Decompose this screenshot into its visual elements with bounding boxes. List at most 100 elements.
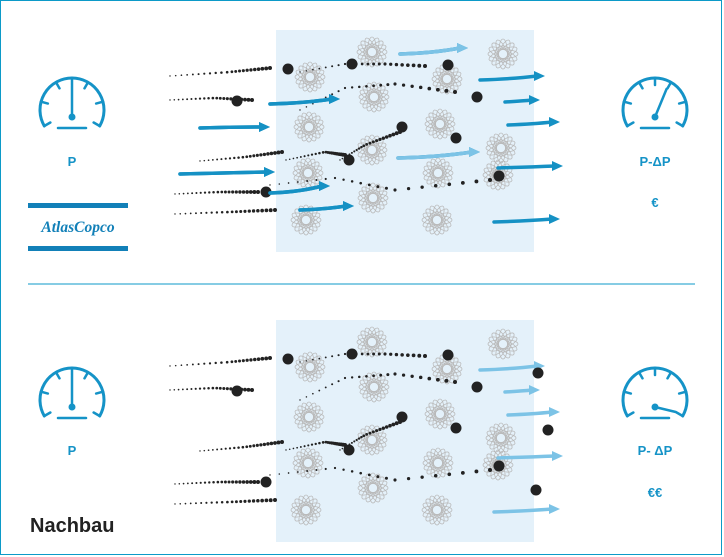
fiber-icon	[358, 81, 390, 113]
trail-dot	[191, 73, 194, 76]
fiber-strand	[485, 143, 517, 153]
fiber-core	[438, 360, 456, 378]
trail-dot	[305, 360, 308, 362]
fiber-strand	[293, 455, 323, 471]
trail-dot	[194, 97, 197, 100]
trail-dot	[303, 445, 306, 448]
trail-dot	[269, 474, 271, 476]
trail-dot	[355, 148, 358, 152]
fiber-strand	[428, 402, 452, 426]
trail-dot	[208, 191, 211, 194]
fiber-icon	[356, 36, 388, 68]
fiber-strand	[367, 424, 377, 456]
trail-dot	[357, 147, 361, 150]
fiber-strand	[422, 212, 452, 228]
fiber-icon	[357, 472, 389, 504]
logo-bar-top	[28, 203, 128, 208]
trail-dot	[365, 374, 368, 378]
trail-dot	[447, 182, 452, 187]
trail-dot	[189, 502, 192, 505]
fiber-core	[363, 43, 381, 61]
trail-dot	[305, 70, 308, 72]
trail-dot	[184, 212, 187, 215]
trail-dot	[243, 387, 247, 392]
fiber-strand	[295, 69, 325, 85]
fiber-icon	[424, 398, 456, 430]
arrow-shaft	[268, 184, 324, 195]
trail-dot	[341, 447, 344, 450]
fiber-strand	[304, 401, 314, 433]
trail-dot	[249, 358, 253, 362]
arrow-shaft	[198, 125, 264, 130]
trail-dot	[368, 141, 372, 145]
fiber-strand	[357, 334, 387, 350]
fiber-icon	[422, 157, 454, 189]
trail-dot	[384, 186, 388, 190]
trail-dot	[205, 501, 208, 504]
trail-dot	[210, 501, 213, 504]
replica-filter-panel	[38, 43, 689, 542]
arrow-shaft	[503, 98, 534, 104]
gauge-tick	[83, 371, 90, 380]
fiber-core	[431, 115, 449, 133]
trail-dot	[182, 482, 185, 485]
fiber-strand	[489, 136, 513, 160]
fiber-strand	[302, 62, 318, 92]
trail-dot	[245, 190, 249, 194]
trail-dot	[186, 192, 189, 195]
trail-dot	[379, 83, 383, 87]
fiber-strand	[367, 326, 377, 358]
trail-dot	[211, 158, 214, 161]
trail-dot	[252, 154, 256, 158]
gauge-tick	[677, 100, 688, 105]
flow-arrow-icon	[396, 147, 480, 160]
fiber-strand	[365, 183, 381, 213]
trail-dot	[179, 213, 181, 215]
fiber-strand	[295, 359, 325, 375]
trail-dot	[324, 356, 327, 359]
trail-dot	[312, 358, 314, 361]
trail-dot	[296, 181, 299, 183]
arrow-shaft	[506, 120, 554, 127]
trail-dot	[222, 386, 226, 390]
trail-dot	[238, 190, 242, 194]
trail-dot	[386, 373, 390, 377]
fiber-strand	[358, 92, 390, 102]
trail-dot	[406, 353, 410, 357]
trail-dot	[288, 158, 291, 160]
trail-dot	[198, 387, 202, 390]
trail-dot	[225, 97, 229, 101]
particle-icon	[442, 349, 454, 361]
fiber-strand	[358, 480, 388, 496]
trail-dot	[393, 188, 397, 192]
fiber-strand	[425, 208, 449, 232]
fiber-strand	[357, 44, 387, 60]
trail-dot	[306, 180, 309, 182]
trail-dot	[203, 449, 206, 452]
trail-dot	[360, 145, 363, 149]
fiber-strand	[369, 371, 379, 403]
trail-dot	[241, 190, 246, 194]
flow-arrow-icon	[506, 117, 560, 127]
fiber-strand	[303, 447, 313, 479]
particle-icon	[396, 411, 408, 423]
fiber-strand	[498, 38, 508, 70]
fiber-core	[297, 501, 315, 519]
trail-dot	[234, 210, 238, 214]
fiber-strand	[294, 409, 324, 425]
fiber-icon	[356, 326, 388, 358]
fiber-strand	[294, 498, 318, 522]
trail-dot	[378, 427, 382, 432]
trail-dot	[410, 374, 414, 378]
trail-dot	[357, 437, 361, 440]
trail-dot	[189, 212, 192, 215]
trail-dot	[388, 133, 392, 138]
trail-dot	[360, 435, 363, 439]
trail-dot	[264, 498, 269, 503]
arrow-head	[264, 167, 275, 177]
flow-arrow-icon	[178, 167, 275, 177]
fiber-strand	[298, 495, 314, 525]
arrow-head	[549, 407, 560, 417]
trail-dot	[280, 440, 284, 444]
